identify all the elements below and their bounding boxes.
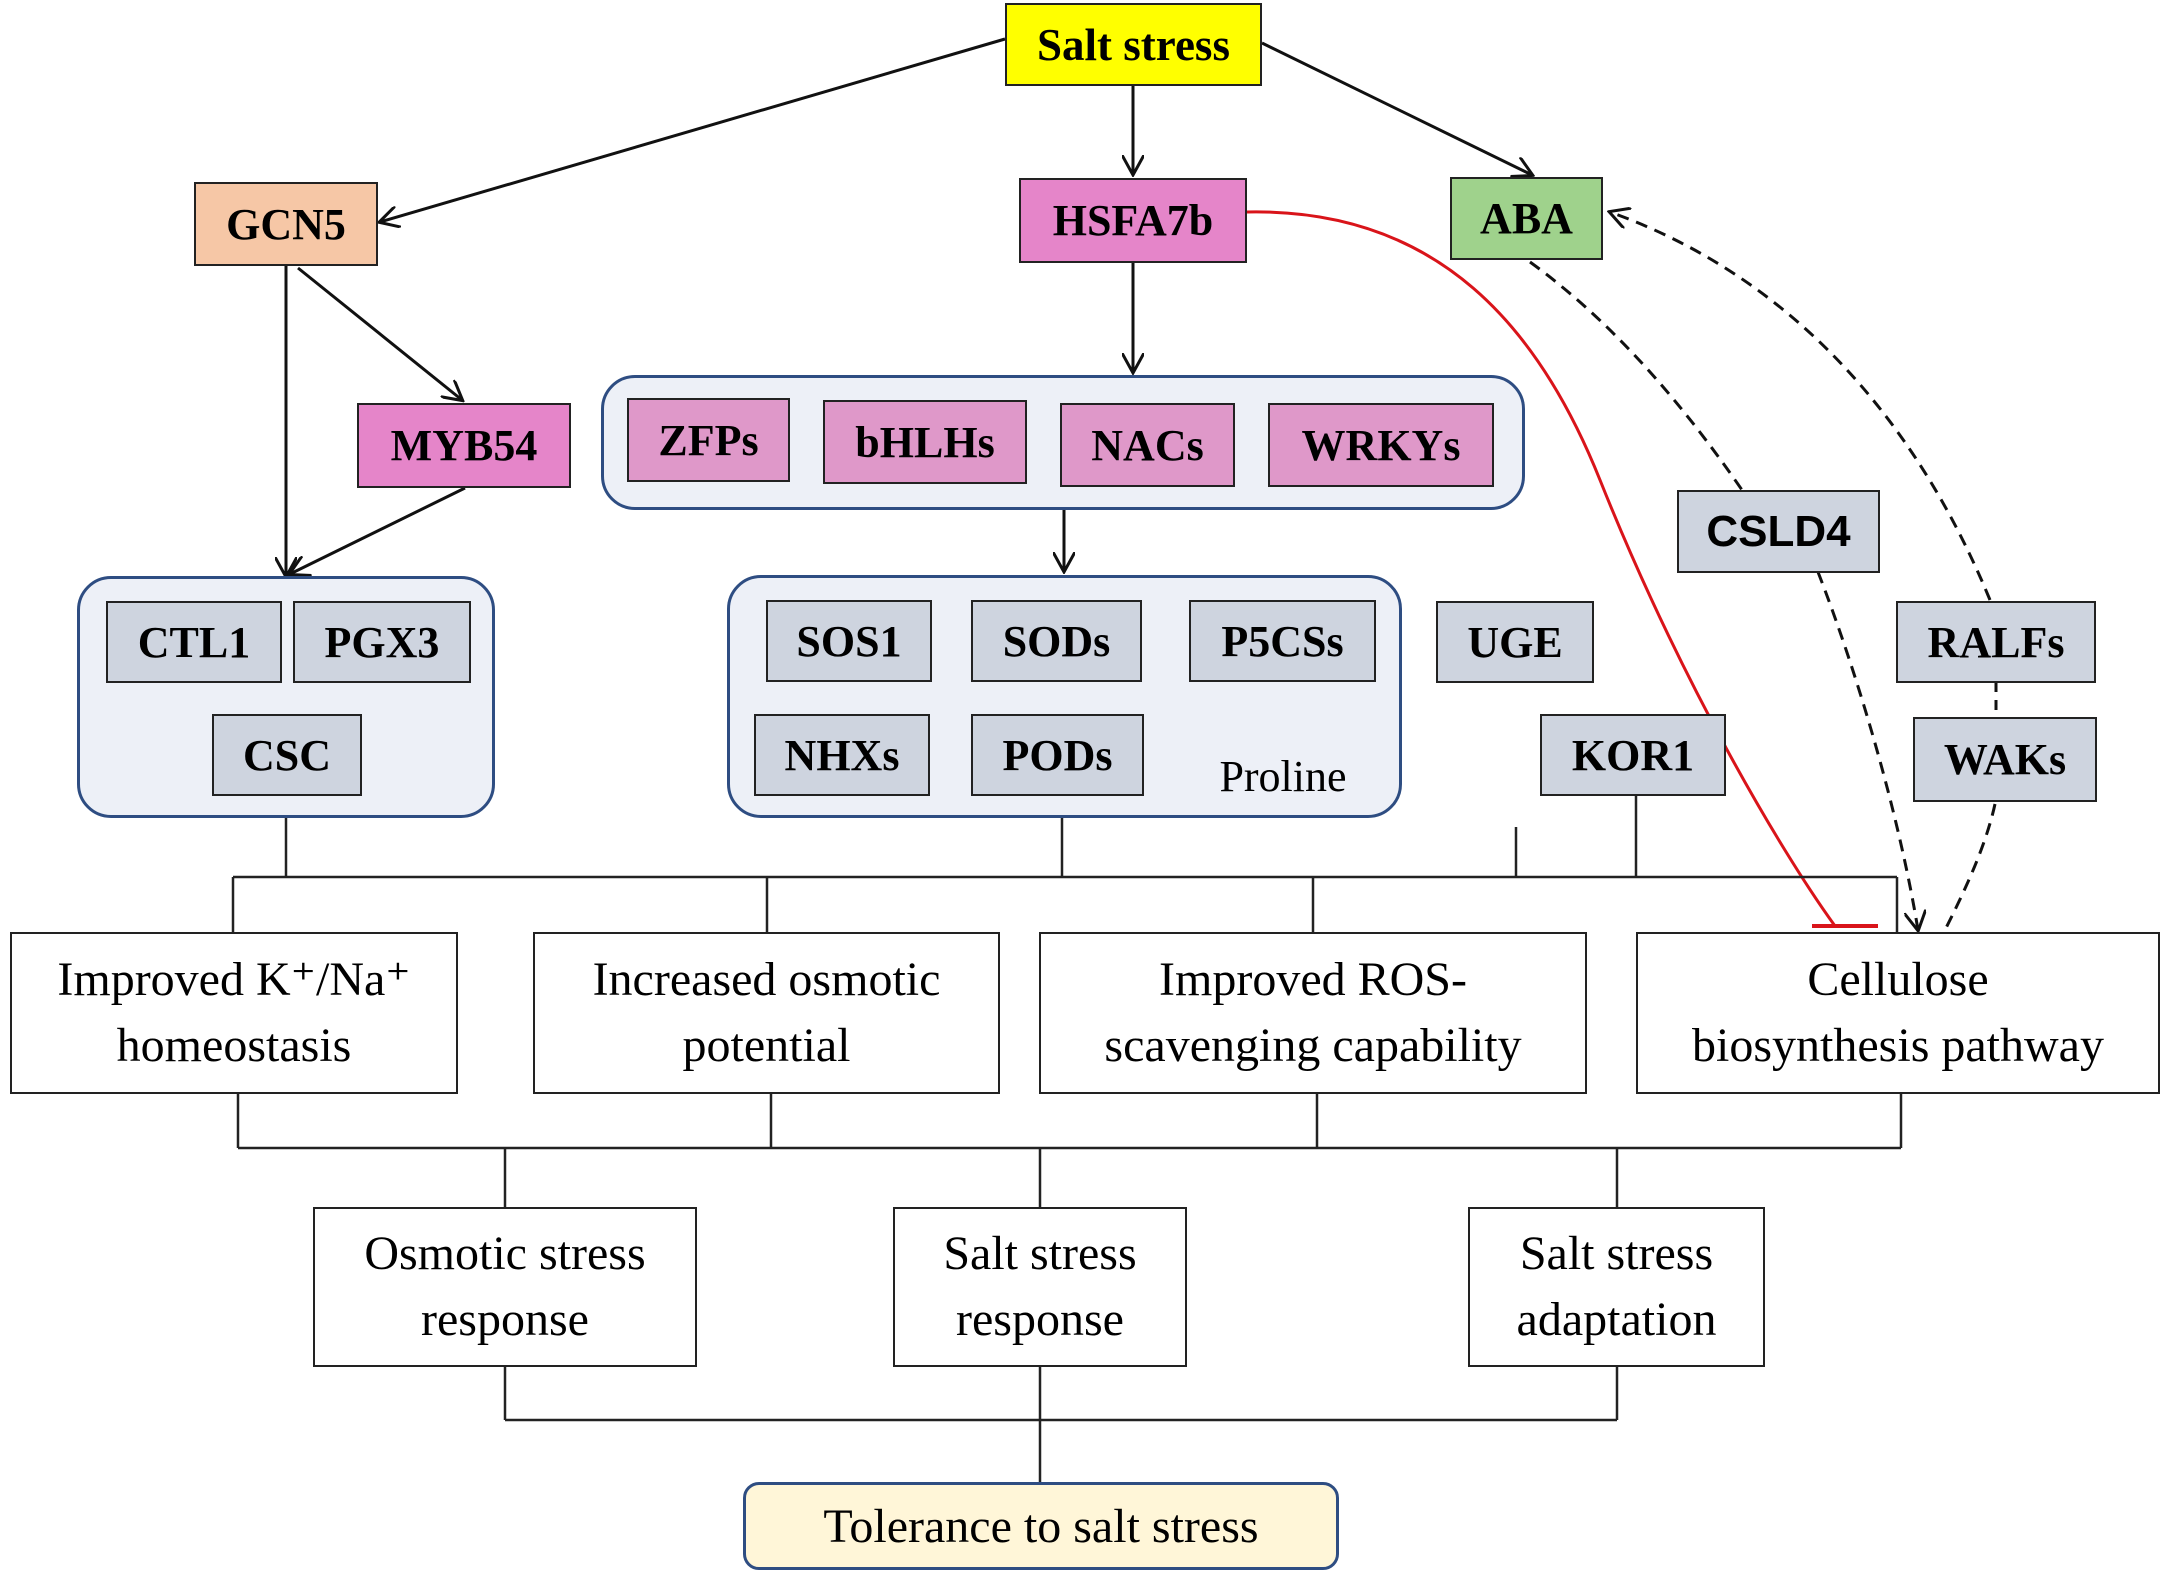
response-adapt-line2: adaptation [1516, 1293, 1717, 1346]
tolerance-node: Tolerance to salt stress [743, 1482, 1339, 1570]
outcome-homeostasis-line1: Improved K⁺/Na⁺ [57, 953, 411, 1007]
nacs-node: NACs [1060, 403, 1235, 487]
response-osmotic: Osmotic stress response [313, 1207, 697, 1367]
nhxs-node: NHXs [754, 714, 930, 796]
outcome-osmotic-line2: potential [682, 1019, 851, 1072]
outcome-homeostasis-line2: homeostasis [116, 1019, 352, 1072]
gcn5-node: GCN5 [194, 182, 378, 266]
edge-aba-csld4 [1529, 260, 1744, 491]
bus-middle [236, 1094, 1903, 1207]
outcome-ros-line2: scavenging capability [1104, 1019, 1522, 1072]
ralfs-node: RALFs [1896, 601, 2096, 683]
edge-hsfa7b-inhibits-cellulose [1246, 210, 1837, 927]
zfps-node: ZFPs [627, 398, 790, 482]
response-osmotic-line2: response [421, 1293, 589, 1346]
myb54-node: MYB54 [357, 403, 571, 488]
outcome-osmotic-potential: Increased osmotic potential [533, 932, 1000, 1094]
hsfa7b-node: HSFA7b [1019, 178, 1247, 263]
pgx3-node: PGX3 [293, 601, 471, 683]
proline-label: Proline [1219, 751, 1347, 801]
uge-node: UGE [1436, 601, 1594, 683]
p5css-node: P5CSs [1189, 600, 1376, 682]
edge-csld4-cellulose [1816, 571, 1918, 930]
bhlhs-node: bHLHs [823, 400, 1027, 484]
response-salt-line2: response [956, 1293, 1124, 1346]
aba-node: ABA [1450, 177, 1603, 260]
sos1-node: SOS1 [766, 600, 932, 682]
csc-node: CSC [212, 714, 362, 796]
pods-node: PODs [971, 714, 1144, 796]
response-salt: Salt stress response [893, 1207, 1187, 1367]
edge-salt-aba [1261, 41, 1532, 175]
ctl1-node: CTL1 [106, 601, 282, 683]
waks-node: WAKs [1913, 717, 2097, 802]
outcome-osmotic-line1: Increased osmotic [592, 953, 941, 1007]
salt-stress-node: Salt stress [1005, 3, 1262, 86]
kor1-node: KOR1 [1540, 714, 1726, 796]
csld4-node: CSLD4 [1677, 490, 1880, 573]
response-adapt-line1: Salt stress [1519, 1227, 1714, 1281]
outcome-ros-line1: Improved ROS- [1159, 953, 1467, 1007]
outcome-ros-scavenging: Improved ROS- scavenging capability [1039, 932, 1587, 1094]
bus-lower [503, 1367, 1619, 1482]
response-adaptation: Salt stress adaptation [1468, 1207, 1765, 1367]
response-osmotic-line1: Osmotic stress [364, 1227, 646, 1281]
bus-upper [231, 796, 1899, 932]
edge-gcn5-myb54 [297, 266, 462, 400]
outcome-cellulose-line2: biosynthesis pathway [1692, 1019, 2104, 1072]
outcome-cellulose: Cellulose biosynthesis pathway [1636, 932, 2160, 1094]
outcome-cellulose-line1: Cellulose [1807, 953, 1989, 1007]
edge-salt-gcn5 [380, 37, 1006, 222]
wrkys-node: WRKYs [1268, 403, 1494, 487]
response-salt-line1: Salt stress [943, 1227, 1137, 1281]
sods-node: SODs [971, 600, 1142, 682]
edge-waks-cellulose [1943, 803, 1997, 931]
edge-myb54-group [290, 486, 466, 574]
outcome-homeostasis: Improved K⁺/Na⁺ homeostasis [10, 932, 458, 1094]
